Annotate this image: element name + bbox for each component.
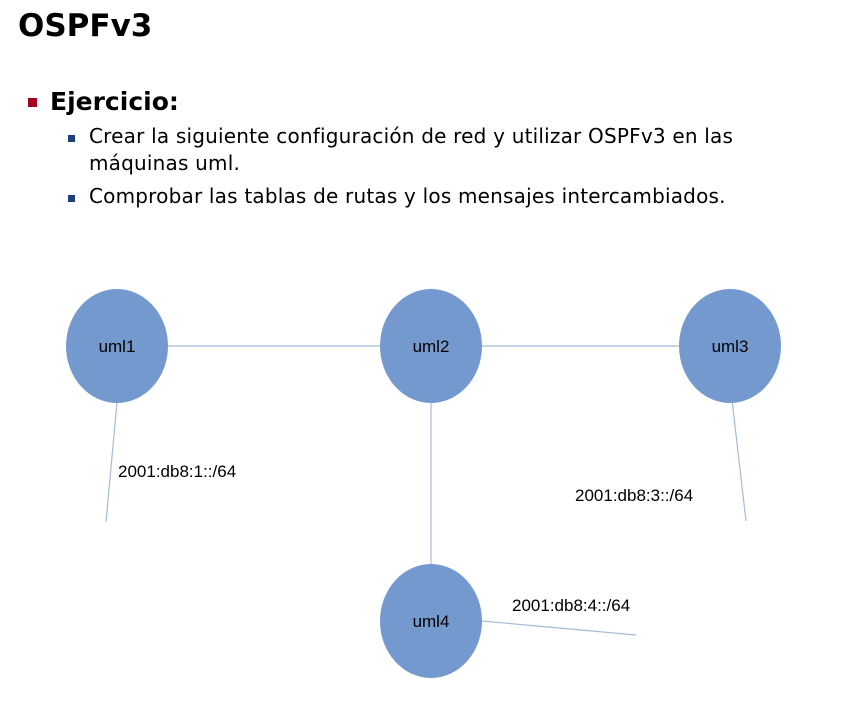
square-bullet-icon bbox=[68, 135, 75, 142]
exercise-task-list: Crear la siguiente configuración de red … bbox=[68, 123, 808, 216]
network-label-net1: 2001:db8:1::/64 bbox=[118, 462, 236, 481]
node-uml4-label: uml4 bbox=[413, 612, 450, 631]
node-uml2-shape bbox=[380, 289, 482, 403]
link-uml4-net4 bbox=[481, 620, 637, 636]
network-label-net4: 2001:db8:4::/64 bbox=[512, 596, 630, 615]
node-uml2: uml2 bbox=[380, 289, 482, 403]
node-uml3: uml3 bbox=[679, 289, 781, 403]
square-bullet-icon bbox=[68, 195, 75, 202]
page-title: OSPFv3 bbox=[18, 8, 153, 44]
exercise-task: Crear la siguiente configuración de red … bbox=[68, 123, 808, 177]
node-uml4-shape bbox=[380, 564, 482, 678]
exercise-label: Ejercicio: bbox=[50, 86, 179, 116]
node-uml1: uml1 bbox=[66, 289, 168, 403]
exercise-task-text: Comprobar las tablas de rutas y los mens… bbox=[89, 184, 726, 208]
exercise-task: Comprobar las tablas de rutas y los mens… bbox=[68, 183, 808, 210]
link-uml1-net1 bbox=[105, 401, 118, 523]
node-uml4: uml4 bbox=[380, 564, 482, 678]
node-uml3-shape bbox=[679, 289, 781, 403]
link-uml3-net3 bbox=[731, 399, 747, 522]
node-uml1-shape bbox=[66, 289, 168, 403]
node-uml3-label: uml3 bbox=[712, 337, 749, 356]
exercise-heading: Ejercicio: bbox=[28, 82, 848, 120]
exercise-section: Ejercicio: Crear la siguiente configurac… bbox=[28, 82, 848, 208]
square-bullet-icon bbox=[28, 97, 37, 107]
node-uml2-label: uml2 bbox=[413, 337, 450, 356]
exercise-task-text: Crear la siguiente configuración de red … bbox=[89, 124, 734, 175]
network-label-net3: 2001:db8:3::/64 bbox=[575, 486, 693, 505]
node-uml1-label: uml1 bbox=[99, 337, 136, 356]
